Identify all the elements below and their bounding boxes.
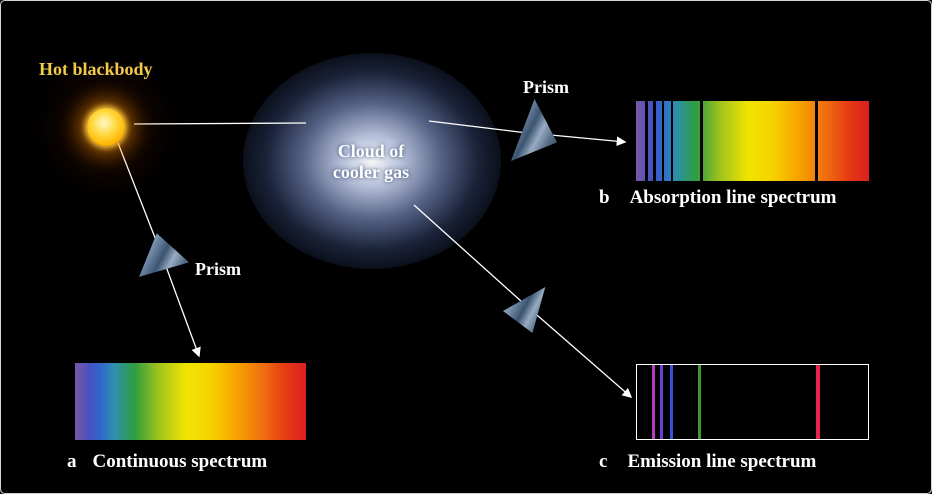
prism-label-left: Prism <box>195 259 241 279</box>
cloud-label: Cloud of cooler gas <box>291 141 451 182</box>
prism-left-icon <box>139 233 189 277</box>
hot-blackbody-star <box>87 108 125 146</box>
spectral-line <box>653 101 657 181</box>
spectral-line <box>815 101 819 181</box>
spectral-line <box>645 101 649 181</box>
spectral-line <box>670 101 673 181</box>
cloud-label-line1: Cloud of <box>337 141 405 161</box>
caption-letter-b: b <box>599 187 610 208</box>
emission-spectrum-bar <box>636 364 869 440</box>
continuous-spectrum-caption: a Continuous spectrum <box>67 451 267 473</box>
prism-bottom-icon <box>503 287 546 333</box>
cloud-label-line2: cooler gas <box>332 161 410 182</box>
absorption-spectrum-caption: b Absorption line spectrum <box>599 187 836 209</box>
spectral-line <box>670 365 674 439</box>
spectral-line <box>660 365 664 439</box>
prism-top-icon <box>511 99 557 161</box>
spectral-line <box>816 365 821 439</box>
hot-blackbody-label: Hot blackbody <box>39 59 153 79</box>
caption-text-b: Absorption line spectrum <box>629 187 837 208</box>
caption-text-c: Emission line spectrum <box>627 451 817 472</box>
caption-letter-a: a <box>67 451 77 472</box>
caption-text-a: Continuous spectrum <box>92 451 268 472</box>
emission-spectrum-caption: c Emission line spectrum <box>599 451 816 473</box>
spectral-line <box>661 101 664 181</box>
absorption-spectrum-bar <box>636 101 869 181</box>
spectral-line <box>698 365 702 439</box>
spectral-line <box>700 101 704 181</box>
spectral-line <box>652 365 655 439</box>
caption-letter-c: c <box>599 451 608 472</box>
continuous-spectrum-bar <box>75 363 306 440</box>
prism-label-top: Prism <box>523 77 569 97</box>
